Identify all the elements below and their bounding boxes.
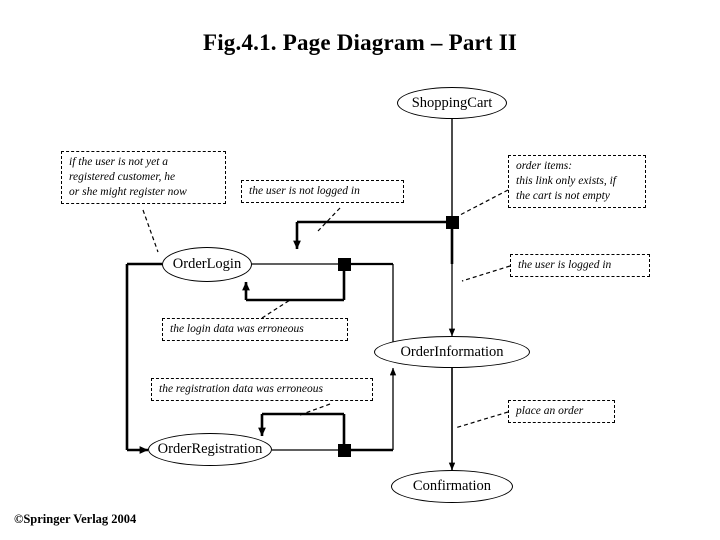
note-place-order: place an order bbox=[508, 400, 615, 423]
node-order-information[interactable]: OrderInformation bbox=[374, 336, 530, 368]
note-line: or she might register now bbox=[69, 186, 187, 198]
note-line: the registration data was erroneous bbox=[159, 383, 323, 395]
note-line: the login data was erroneous bbox=[170, 323, 304, 335]
junction-middle[interactable] bbox=[338, 258, 351, 271]
note-line: the cart is not empty bbox=[516, 190, 610, 202]
node-label: OrderInformation bbox=[400, 343, 504, 360]
junction-bottom[interactable] bbox=[338, 444, 351, 457]
note-line: this link only exists, if bbox=[516, 175, 616, 187]
node-label: OrderRegistration bbox=[157, 441, 263, 457]
node-order-registration[interactable]: OrderRegistration bbox=[148, 433, 272, 466]
note-line: registered customer, he bbox=[69, 171, 176, 183]
note-login-error: the login data was erroneous bbox=[162, 318, 348, 341]
junction-top[interactable] bbox=[446, 216, 459, 229]
note-line: place an order bbox=[516, 405, 584, 417]
node-shopping-cart[interactable]: ShoppingCart bbox=[397, 87, 507, 119]
note-registration-error: the registration data was erroneous bbox=[151, 378, 373, 401]
node-label: OrderLogin bbox=[172, 256, 242, 272]
note-line: if the user is not yet a bbox=[69, 156, 169, 168]
node-label: Confirmation bbox=[412, 478, 492, 494]
node-confirmation[interactable]: Confirmation bbox=[391, 470, 513, 503]
note-not-logged-in: the user is not logged in bbox=[241, 180, 404, 203]
node-label: ShoppingCart bbox=[411, 94, 493, 111]
note-line: order items: bbox=[516, 160, 573, 172]
note-line: the user is logged in bbox=[518, 259, 612, 271]
copyright-footer: ©Springer Verlag 2004 bbox=[14, 512, 137, 526]
page-title: Fig.4.1. Page Diagram – Part II bbox=[202, 30, 518, 55]
note-order-items: order items: this link only exists, if t… bbox=[508, 155, 646, 208]
node-order-login[interactable]: OrderLogin bbox=[162, 247, 252, 282]
note-register-now: if the user is not yet a registered cust… bbox=[61, 151, 226, 204]
note-line: the user is not logged in bbox=[249, 185, 360, 197]
note-logged-in: the user is logged in bbox=[510, 254, 650, 277]
